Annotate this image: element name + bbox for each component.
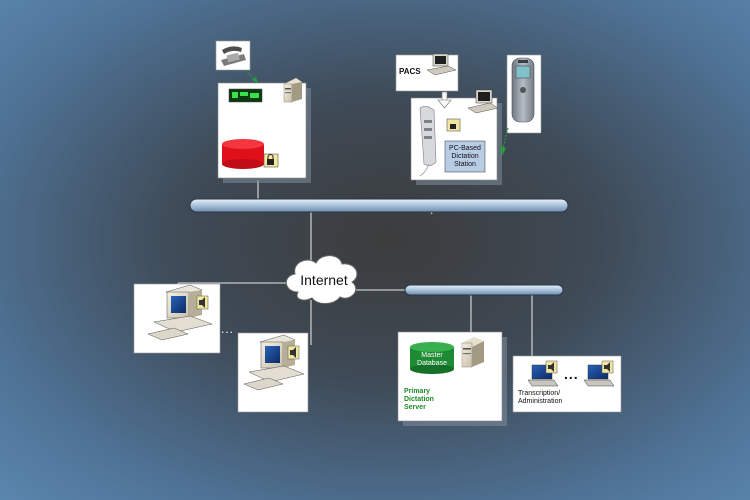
keyboard-icon-b (243, 377, 284, 391)
internet-cloud (285, 255, 358, 304)
ellipsis-left: ... (221, 322, 235, 336)
telephone-icon (221, 46, 246, 66)
internet-label: Internet (300, 272, 348, 288)
remote-client-b (237, 332, 309, 413)
laptop-icon-2 (583, 360, 615, 387)
primary-server-label: Primary Dictation Server (404, 388, 434, 411)
remote-client-a (133, 283, 221, 354)
ellipsis-right: ... (564, 366, 579, 382)
laptop-icon-1 (527, 360, 559, 387)
keyboard-icon (147, 327, 189, 341)
red-database-icon (222, 139, 264, 169)
master-database-label: Master Database (417, 352, 447, 367)
server-tower-icon (283, 78, 302, 103)
primary-server-tower-icon (461, 337, 484, 368)
pacs-label: PACS (399, 67, 421, 76)
dictation-microphone-icon (419, 106, 437, 177)
lock-speaker-icon (263, 153, 279, 168)
primary-server-group (397, 331, 507, 426)
station-lock-icon (446, 118, 461, 132)
green-database-icon (410, 342, 454, 374)
pc-station-label: PC-Based Dictation Station (449, 145, 481, 168)
pacs-computer-icon (426, 53, 457, 76)
transcription-group (512, 355, 622, 413)
client-a-base (153, 315, 213, 333)
central-server-group (215, 40, 311, 183)
transcription-label: Transcription/ Administration (518, 390, 563, 405)
main-network-bus (189, 198, 569, 213)
dictation-station-group (395, 53, 542, 185)
lan-bus (404, 284, 564, 296)
pc-station-label-bg (444, 140, 486, 173)
handheld-recorder-icon (511, 57, 535, 123)
station-computer-icon (467, 89, 499, 114)
